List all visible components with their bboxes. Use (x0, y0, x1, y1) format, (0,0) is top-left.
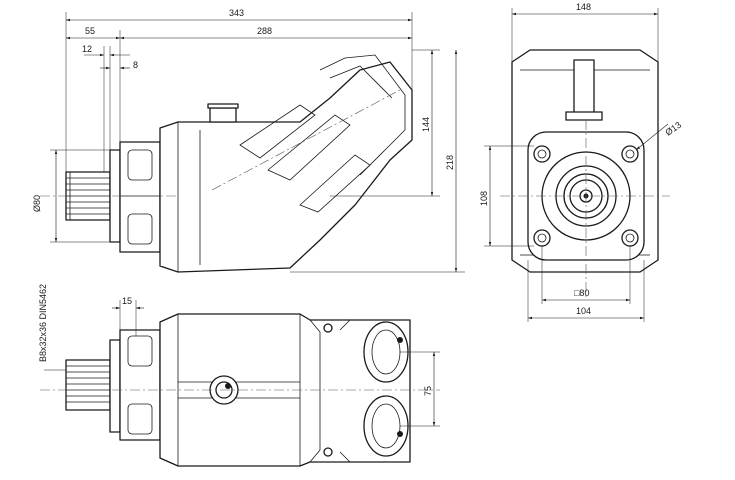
dim-overall-width: 148 (576, 2, 591, 12)
side-view-dimensions: 343 288 55 12 8 Ø80 144 218 (32, 8, 465, 273)
dim-flange-thickness: 8 (133, 60, 138, 70)
top-port-boss (573, 59, 595, 119)
mounting-flange (109, 141, 161, 253)
bolt-hole (621, 145, 639, 163)
side-view (40, 54, 413, 273)
pump-housing (159, 54, 413, 273)
top-view-dimensions: 15 B8x32x36 DIN5462 75 (38, 284, 440, 427)
dim-pilot-length: 12 (82, 44, 92, 54)
dim-bolt-square: □80 (574, 288, 589, 298)
dim-flange-to-end: 288 (257, 26, 272, 36)
dim-overall-length: 343 (229, 8, 244, 18)
dim-port-spacing: 75 (423, 386, 433, 396)
dim-key-offset: 15 (122, 296, 132, 306)
dim-shaft-length: 55 (85, 26, 95, 36)
bolt-hole (533, 145, 551, 163)
front-view (500, 49, 670, 300)
dim-bolt-hole-diameter: Ø13 (663, 120, 683, 138)
bolt-hole (533, 229, 551, 247)
pump-housing-top (159, 313, 411, 467)
dim-port-height: 144 (421, 117, 431, 132)
splined-shaft-top (65, 359, 111, 411)
bolt-hole (621, 229, 639, 247)
dim-overall-height: 218 (445, 155, 455, 170)
dim-pilot-diameter: Ø80 (32, 195, 42, 212)
top-view (40, 313, 440, 467)
dim-flange-width: 104 (576, 306, 591, 316)
dim-bolt-vertical-spacing: 108 (479, 191, 489, 206)
suction-port (363, 395, 409, 457)
shaft-spec-label: B8x32x36 DIN5462 (38, 284, 48, 362)
